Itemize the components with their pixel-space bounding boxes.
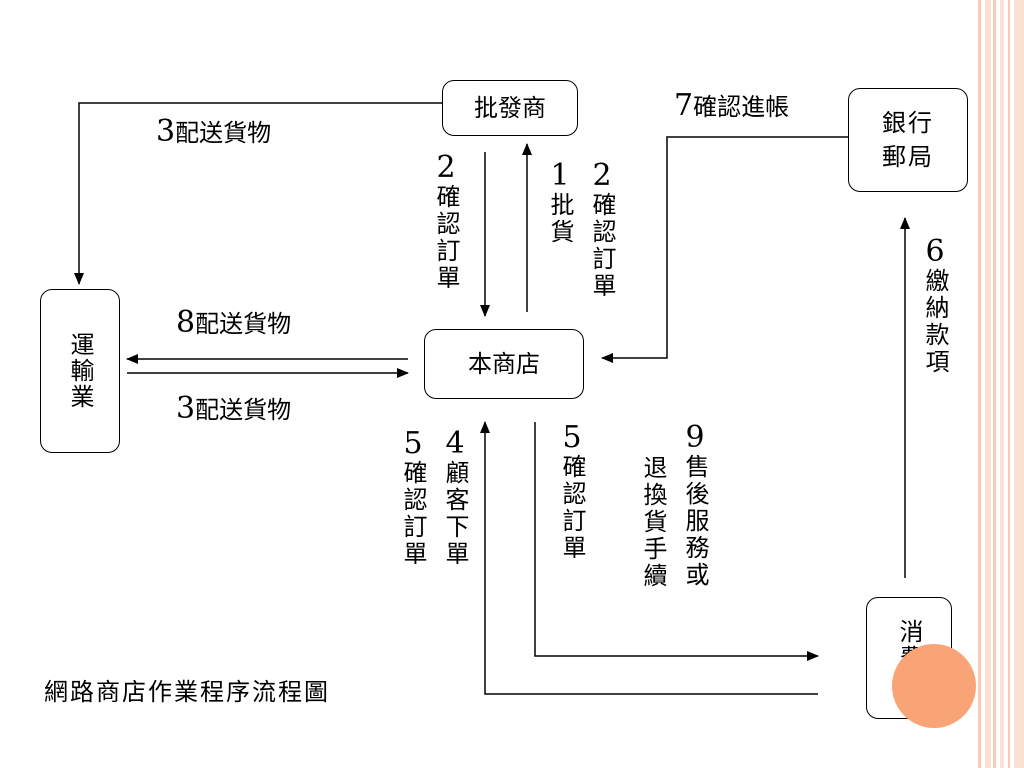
label-store-to-wholesaler-b: 2 確認訂單 [587, 160, 617, 307]
label-consumer-order: 4 顧客下單 [440, 428, 470, 575]
step-number: 6 [925, 234, 945, 269]
arrow-wholesaler-to-logistics [74, 102, 442, 285]
node-store-label: 本商店 [468, 350, 540, 378]
step-text: 批貨 [546, 192, 574, 246]
decorative-stripe [993, 0, 996, 768]
node-bank: 銀行 郵局 [848, 88, 968, 192]
label-wholesaler-to-store: 2 確認訂單 [431, 152, 461, 299]
step-text: 配送貨物 [175, 119, 272, 147]
node-wholesaler: 批發商 [442, 80, 578, 136]
label-wholesaler-to-logistics: 3配送貨物 [156, 117, 272, 148]
node-store: 本商店 [424, 329, 584, 399]
node-wholesaler-label: 批發商 [474, 94, 546, 122]
decorative-stripe [1008, 0, 1010, 768]
label-after-sales-a: 9 售後服務或 [680, 422, 710, 596]
step-text: 確認訂單 [558, 454, 586, 562]
step-text: 繳納款項 [921, 268, 949, 376]
arrow-store-to-consumer [534, 422, 819, 661]
step-number: 3 [156, 114, 176, 149]
step-text: 確認訂單 [588, 192, 616, 300]
step-text: 確認進帳 [693, 93, 790, 121]
step-number: 3 [176, 391, 196, 426]
step-text: 確認訂單 [399, 460, 427, 568]
step-text: 確認訂單 [432, 184, 460, 292]
arrow-consumer-to-store [480, 421, 818, 695]
step-number: 5 [562, 420, 582, 455]
decorative-circle [892, 644, 976, 728]
decorative-stripe [985, 0, 991, 768]
step-text: 配送貨物 [195, 396, 292, 424]
label-store-to-logistics: 8配送貨物 [176, 308, 292, 339]
step-number: 7 [674, 88, 694, 123]
step-number: 9 [685, 420, 705, 455]
step-text: 顧客下單 [441, 460, 469, 568]
step-text: 退換貨手續 [639, 455, 667, 590]
node-bank-label-line1: 銀行 [882, 109, 934, 137]
decorative-stripe [978, 0, 981, 768]
node-logistics-label: 運輸業 [66, 332, 94, 410]
label-bank-to-store: 7確認進帳 [674, 91, 790, 122]
step-number: 4 [445, 426, 465, 461]
label-store-confirm-to-consumer: 5 確認訂單 [398, 428, 428, 575]
step-number: 2 [592, 158, 612, 193]
label-store-to-wholesaler-a: 1 批貨 [545, 160, 575, 253]
step-number: 1 [550, 158, 570, 193]
step-number: 2 [436, 150, 456, 185]
label-consumer-to-bank: 6 繳納款項 [920, 236, 950, 383]
decorative-stripe [1014, 0, 1024, 768]
arrow-bank-to-store [601, 136, 848, 363]
label-logistics-to-store: 3配送貨物 [176, 394, 292, 425]
step-text: 售後服務或 [681, 454, 709, 589]
label-after-sales-b: 退換貨手續 [638, 455, 668, 597]
label-store-to-consumer-confirm: 5 確認訂單 [557, 422, 587, 569]
step-number: 8 [176, 305, 196, 340]
diagram-title: 網路商店作業程序流程圖 [44, 678, 330, 706]
step-text: 配送貨物 [195, 310, 292, 338]
step-number: 5 [403, 426, 423, 461]
decorative-stripe [1000, 0, 1004, 768]
node-bank-label-line2: 郵局 [882, 143, 934, 171]
node-logistics: 運輸業 [40, 289, 120, 453]
